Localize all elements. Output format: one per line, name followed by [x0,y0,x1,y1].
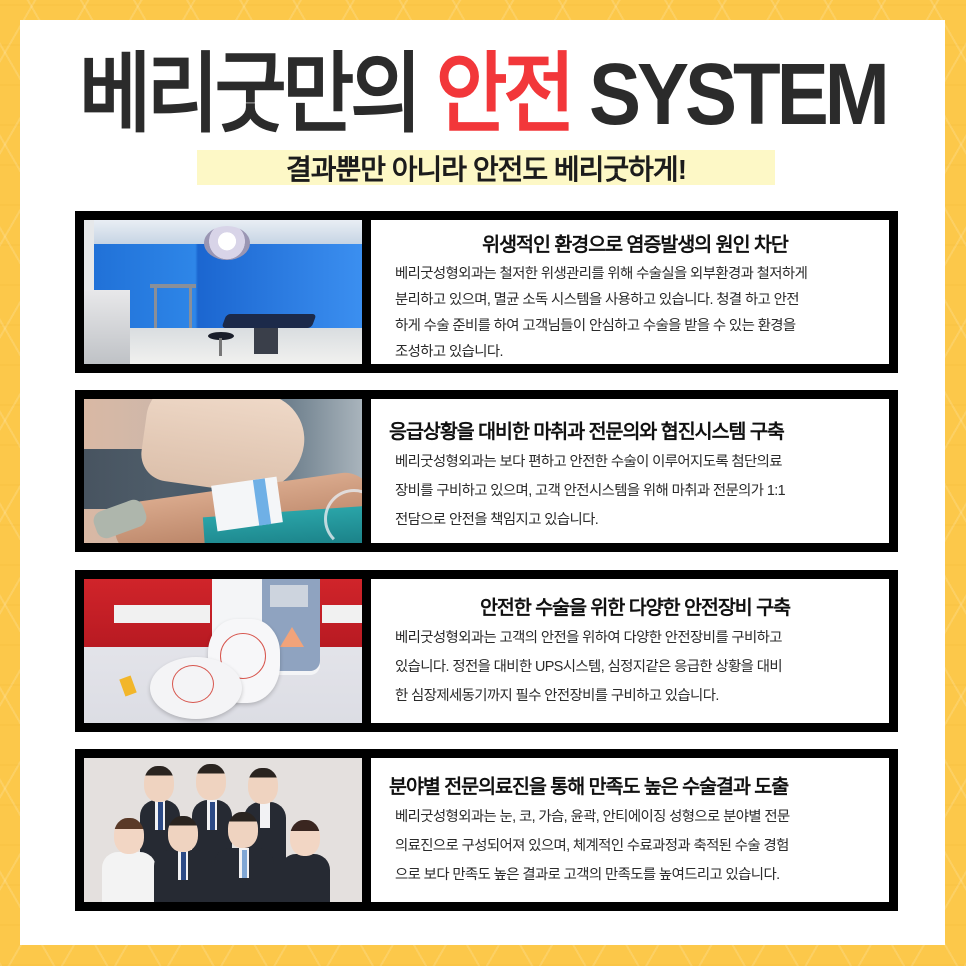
card-body-line: 의료진으로 구성되어져 있으며, 체계적인 수료과정과 축적된 수술 경험 [395,838,789,854]
card-body: 베리굿성형외과는 철저한 위생관리를 위해 수술실을 외부환경과 철저하게 분리… [395,261,875,365]
iv-hand-photo [84,399,362,543]
operating-room-photo [84,220,362,364]
title-prefix: 베리굿만의 [79,44,436,143]
card-text: 안전한 수술을 위한 다양한 안전장비 구축 베리굿성형외과는 고객의 안전을 … [371,579,889,723]
card-body: 베리굿성형외과는 보다 편하고 안전한 수술이 이루어지도록 첨단의료 장비를 … [395,448,875,535]
title-accent: 안전 [435,44,576,143]
surgical-lamp-icon [204,226,250,260]
card-title: 응급상황을 대비한 마취과 전문의와 협진시스템 구축 [389,421,785,443]
card-body-line: 베리굿성형외과는 눈, 코, 가슴, 윤곽, 안티에이징 성형으로 분야별 전문 [395,809,790,825]
card-body-line: 장비를 구비하고 있으며, 고객 안전시스템을 위해 마취과 전문의가 1:1 [395,483,786,499]
card-text: 응급상황을 대비한 마취과 전문의와 협진시스템 구축 베리굿성형외과는 보다 … [371,399,889,543]
card-body: 베리굿성형외과는 눈, 코, 가슴, 윤곽, 안티에이징 성형으로 분야별 전문… [395,803,875,890]
title-suffix: SYSTEM [571,44,890,143]
card-body-line: 있습니다. 정전을 대비한 UPS시스템, 심정지같은 응급한 상황을 대비 [395,659,783,675]
card-body-line: 분리하고 있으며, 멸균 소독 시스템을 사용하고 있습니다. 청결 하고 안전 [395,292,800,308]
card-body-line: 으로 보다 만족도 높은 결과로 고객의 만족도를 높여드리고 있습니다. [395,867,780,883]
card-body-line: 조성하고 있습니다. [395,344,504,360]
card-title: 분야별 전문의료진을 통해 만족도 높은 수술결과 도출 [389,776,789,798]
card-body-line: 베리굿성형외과는 보다 편하고 안전한 수술이 이루어지도록 첨단의료 [395,454,783,470]
subtitle-highlight: 결과뿐만 아니라 안전도 베리굿하게! [197,150,775,185]
medical-staff-group-photo [84,758,362,902]
card-body-line: 베리굿성형외과는 고객의 안전을 위하여 다양한 안전장비를 구비하고 [395,630,783,646]
card-body-line: 전담으로 안전을 책임지고 있습니다. [395,512,599,528]
card-body-line: 하게 수술 준비를 하여 고객님들이 안심하고 수술을 받을 수 있는 환경을 [395,318,796,334]
aed-defibrillator-photo [84,579,362,723]
card-text: 분야별 전문의료진을 통해 만족도 높은 수술결과 도출 베리굿성형외과는 눈,… [371,758,889,902]
card-text: 위생적인 환경으로 염증발생의 원인 차단 베리굿성형외과는 철저한 위생관리를… [371,220,889,364]
card-body-line: 베리굿성형외과는 철저한 위생관리를 위해 수술실을 외부환경과 철저하게 [395,266,808,282]
feature-card-anesthesia: 응급상황을 대비한 마취과 전문의와 협진시스템 구축 베리굿성형외과는 보다 … [75,390,898,552]
card-title: 위생적인 환경으로 염증발생의 원인 차단 [482,234,789,256]
card-title: 안전한 수술을 위한 다양한 안전장비 구축 [479,597,791,619]
card-body-line: 한 심장제세동기까지 필수 안전장비를 구비하고 있습니다. [395,688,719,704]
feature-card-specialists: 분야별 전문의료진을 통해 만족도 높은 수술결과 도출 베리굿성형외과는 눈,… [75,749,898,911]
card-body: 베리굿성형외과는 고객의 안전을 위하여 다양한 안전장비를 구비하고 있습니다… [395,624,875,711]
subtitle: 결과뿐만 아니라 안전도 베리굿하게! [285,153,687,185]
feature-card-equipment: 안전한 수술을 위한 다양한 안전장비 구축 베리굿성형외과는 고객의 안전을 … [75,570,898,732]
feature-card-hygiene: 위생적인 환경으로 염증발생의 원인 차단 베리굿성형외과는 철저한 위생관리를… [75,211,898,373]
content-panel: 베리굿만의 안전 SYSTEM 결과뿐만 아니라 안전도 베리굿하게! 위생적인… [20,20,945,945]
page-title: 베리굿만의 안전 SYSTEM [20,50,945,137]
